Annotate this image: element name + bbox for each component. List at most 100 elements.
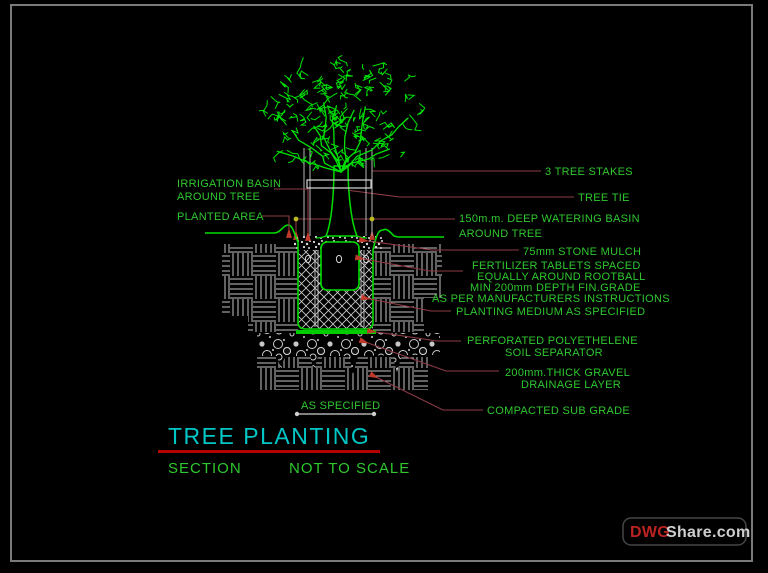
canopy-stroke xyxy=(362,116,370,130)
canopy-stroke xyxy=(417,109,425,116)
canopy-stroke xyxy=(386,77,393,85)
canopy-stroke xyxy=(335,80,344,90)
label-tree-tie: TREE TIE xyxy=(578,192,630,204)
leader-tree-tie xyxy=(336,185,574,198)
canopy-stroke xyxy=(282,136,292,143)
soil-block-right xyxy=(373,244,442,332)
canopy-stroke xyxy=(316,104,325,113)
ground-line-right xyxy=(372,228,444,251)
tree-canopy xyxy=(258,55,426,173)
label-fertilizer-4: AS PER MANUFACTURERS INSTRUCTIONS xyxy=(432,293,670,305)
canopy-stroke xyxy=(375,112,381,122)
canopy-stroke xyxy=(296,57,304,80)
dwgshare-watermark[interactable]: DWG Share.com xyxy=(622,517,751,546)
canopy-stroke xyxy=(323,120,341,134)
canopy-stroke xyxy=(363,86,375,92)
canopy-stroke xyxy=(379,121,393,129)
drawing-title: TREE PLANTING xyxy=(168,423,370,449)
title-underline xyxy=(158,450,380,453)
canopy-stroke xyxy=(262,100,268,117)
leader-group-front xyxy=(262,188,519,411)
canopy-stroke xyxy=(345,147,357,151)
canopy-stroke xyxy=(313,125,342,173)
canopy-stroke xyxy=(333,148,344,156)
label-fertilizer-2: EQUALLY AROUND ROOTBALL xyxy=(477,271,646,283)
node-marker-right xyxy=(369,216,375,222)
canopy-stroke xyxy=(275,109,286,121)
canopy-stroke xyxy=(270,96,281,109)
canopy-stroke xyxy=(286,150,304,164)
canopy-stroke xyxy=(290,127,299,136)
label-watering-basin-1: 150m.m. DEEP WATERING BASIN xyxy=(459,213,640,225)
tree-stakes xyxy=(303,148,373,236)
dimension-dot-left xyxy=(294,411,300,417)
canopy-stroke xyxy=(310,115,321,121)
leader-planting-medium xyxy=(360,294,451,312)
rootball xyxy=(320,241,360,291)
canopy-stroke xyxy=(354,82,362,96)
canopy-stroke xyxy=(342,151,350,163)
canopy-stroke xyxy=(345,74,353,82)
canopy-stroke xyxy=(329,114,346,127)
label-tree-stakes: 3 TREE STAKES xyxy=(545,166,633,178)
label-planting-medium: PLANTING MEDIUM AS SPECIFIED xyxy=(456,306,645,318)
canopy-stroke xyxy=(334,58,341,66)
canopy-stroke xyxy=(340,109,355,173)
canopy-stroke xyxy=(329,62,340,70)
canopy-stroke xyxy=(370,157,375,168)
canopy-stroke xyxy=(315,144,323,152)
canopy-stroke xyxy=(351,160,357,168)
drawing-subtitle: SECTION xyxy=(168,460,242,477)
canopy-stroke xyxy=(364,108,376,118)
label-soil-separator-1: PERFORATED POLYETHELENE xyxy=(467,335,638,347)
label-irrigation-basin-2: AROUND TREE xyxy=(177,191,260,203)
canopy-stroke xyxy=(359,108,363,120)
annotations: IRRIGATION BASIN AROUND TREE PLANTED ARE… xyxy=(177,166,670,417)
canopy-stroke xyxy=(288,156,297,164)
label-stone-mulch: 75mm STONE MULCH xyxy=(523,246,641,258)
canopy-stroke xyxy=(354,132,363,139)
canopy-stroke xyxy=(343,88,348,94)
tree-trunk xyxy=(324,165,359,237)
sheet-border xyxy=(10,4,753,562)
title-block: TREE PLANTING SECTION NOT TO SCALE xyxy=(158,423,409,477)
canopy-stroke xyxy=(360,134,371,147)
canopy-stroke xyxy=(382,144,389,150)
canopy-stroke xyxy=(273,150,284,163)
canopy-stroke xyxy=(317,123,328,132)
canopy-stroke xyxy=(326,92,338,100)
canopy-stroke xyxy=(354,128,366,134)
canopy-stroke xyxy=(372,142,385,149)
dimension-text: AS SPECIFIED xyxy=(301,400,380,412)
canopy-stroke xyxy=(366,86,373,97)
buried-stakes xyxy=(314,250,365,327)
canopy-stroke xyxy=(339,122,349,133)
gravel-hatch xyxy=(257,333,440,374)
canopy-stroke xyxy=(286,103,294,108)
canopy-stroke xyxy=(312,161,320,172)
canopy-stroke xyxy=(286,98,290,103)
canopy-stroke xyxy=(346,93,362,102)
canopy-stroke xyxy=(299,113,307,126)
canopy-stroke xyxy=(400,151,406,158)
canopy-stroke xyxy=(278,93,292,101)
canopy-stroke xyxy=(291,130,342,173)
canopy-stroke xyxy=(340,92,349,99)
canopy-stroke xyxy=(356,161,365,169)
leader-irrigation-basin xyxy=(274,188,311,241)
watermark-border xyxy=(622,517,747,546)
canopy-stroke xyxy=(377,68,382,75)
dimension-as-specified: AS SPECIFIED xyxy=(294,400,380,417)
existing-soil-hatch xyxy=(222,244,442,332)
canopy-stroke xyxy=(324,83,334,91)
canopy-stroke xyxy=(372,62,385,67)
canopy-stroke xyxy=(409,114,422,132)
canopy-stroke xyxy=(327,136,331,144)
canopy-stroke xyxy=(340,92,348,100)
canopy-stroke xyxy=(384,85,392,96)
label-gravel-1: 200mm.THICK GRAVEL xyxy=(505,367,630,379)
canopy-stroke xyxy=(401,117,413,131)
canopy-stroke xyxy=(327,109,338,117)
canopy-stroke xyxy=(258,109,268,114)
